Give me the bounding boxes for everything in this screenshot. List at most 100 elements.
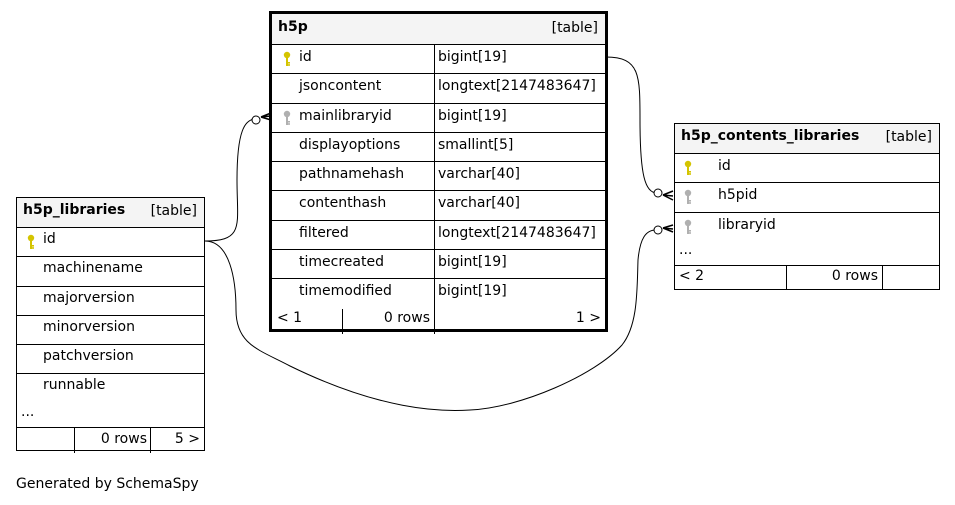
more-columns-ellipsis: ... (679, 241, 693, 258)
relationship-optional-marker (653, 188, 663, 198)
parents-count[interactable]: < 2 (679, 267, 705, 284)
column-name: libraryid (718, 216, 776, 233)
column-name-cell: jsoncontent (272, 74, 434, 102)
column-name-cell: id (17, 228, 204, 256)
column-row[interactable]: contenthash varchar[40] (272, 191, 605, 221)
relationship-optional-marker (251, 115, 261, 125)
column-row[interactable]: id bigint[19] (272, 45, 605, 75)
children-count[interactable]: 5 > (150, 427, 204, 453)
column-row[interactable]: patchversion (17, 345, 204, 375)
column-type: bigint[19] (438, 107, 507, 124)
column-name: id (43, 231, 56, 247)
column-name: jsoncontent (299, 78, 382, 95)
column-name-cell: h5pid (675, 183, 939, 211)
more-columns-row: ... (17, 404, 204, 428)
column-name: id (718, 158, 731, 174)
column-row[interactable]: displayoptions smallint[5] (272, 132, 605, 163)
table-footer: < 2 0 rows (675, 265, 939, 290)
column-name-cell: majorversion (17, 287, 204, 315)
column-name: majorversion (43, 289, 135, 306)
column-type-cell: bigint[19] (434, 279, 605, 309)
primary-key-icon (283, 51, 291, 71)
column-row[interactable]: h5pid (675, 183, 939, 213)
table-header: h5p_libraries [table] (17, 198, 204, 228)
column-type: varchar[40] (438, 195, 520, 212)
column-name-cell: mainlibraryid (272, 104, 434, 132)
relationship-many-crowfoot (662, 224, 674, 233)
column-type-cell: smallint[5] (434, 132, 605, 162)
column-type: bigint[19] (438, 254, 507, 271)
table-h5p-contents-libraries[interactable]: h5p_contents_libraries [table] id h5pid li… (674, 123, 940, 290)
row-count: 0 rows (786, 265, 882, 290)
column-name: runnable (43, 377, 106, 394)
column-row[interactable]: minorversion (17, 316, 204, 346)
column-type-cell: bigint[19] (434, 103, 605, 132)
children-count[interactable]: 1 > (434, 308, 605, 334)
column-name: machinename (43, 260, 143, 277)
foreign-key-icon (684, 219, 692, 239)
column-row[interactable]: id (675, 154, 939, 184)
column-type: bigint[19] (438, 49, 507, 65)
column-type: longtext[2147483647] (438, 224, 596, 241)
column-row[interactable]: runnable (17, 374, 204, 403)
column-name: filtered (299, 224, 349, 241)
column-name-cell: patchversion (17, 345, 204, 373)
primary-key-icon (684, 160, 692, 180)
table-name: h5p (278, 19, 308, 35)
column-type: varchar[40] (438, 166, 520, 183)
column-name: displayoptions (299, 136, 401, 153)
foreign-key-icon (684, 189, 692, 209)
table-name: h5p_libraries (23, 202, 126, 218)
column-row[interactable]: machinename (17, 257, 204, 287)
column-type-cell: bigint[19] (434, 250, 605, 279)
column-row[interactable]: majorversion (17, 287, 204, 316)
column-type: smallint[5] (438, 136, 514, 153)
column-type: bigint[19] (438, 283, 507, 300)
column-name: pathnamehash (299, 166, 405, 183)
relationship-many-crowfoot (662, 190, 674, 201)
column-list: id machinename majorversion minorversion pat… (17, 228, 204, 404)
relationship-optional-marker (653, 225, 663, 235)
relationship-h5p-mainlibraryid-to-libraries-id (204, 118, 257, 242)
table-type: [table] (150, 203, 197, 219)
column-name-cell: timemodified (272, 279, 434, 308)
table-footer: < 1 0 rows 1 > (272, 308, 605, 334)
column-row[interactable]: id (17, 228, 204, 258)
column-name-cell: runnable (17, 374, 204, 403)
more-columns-row: ... (675, 242, 939, 266)
primary-key-icon (27, 234, 35, 254)
column-type-cell: bigint[19] (434, 45, 605, 74)
table-h5p-libraries[interactable]: h5p_libraries [table] id machinename major… (16, 197, 205, 453)
relationship-h5p-id-to-contents-h5pid (605, 56, 658, 194)
table-header: h5p [table] (272, 14, 605, 45)
table-h5p[interactable]: h5p [table] id bigint[19] jsoncontent longt… (269, 11, 608, 334)
column-row[interactable]: libraryid (675, 213, 939, 242)
column-type-cell: longtext[2147483647] (434, 74, 605, 103)
children-count[interactable] (882, 265, 939, 290)
table-type: [table] (551, 20, 598, 36)
column-name-cell: id (675, 154, 939, 182)
table-name: h5p_contents_libraries (681, 128, 860, 144)
column-name: patchversion (43, 348, 134, 365)
column-list: id bigint[19] jsoncontent longtext[21474836… (272, 45, 605, 309)
parents-count[interactable]: < 1 (277, 309, 303, 326)
column-name-cell: minorversion (17, 316, 204, 344)
table-header: h5p_contents_libraries [table] (675, 124, 939, 154)
parents-count[interactable] (17, 428, 74, 453)
column-type: longtext[2147483647] (438, 78, 596, 95)
column-row[interactable]: jsoncontent longtext[2147483647] (272, 74, 605, 104)
row-count: 0 rows (74, 427, 150, 453)
column-name: id (299, 49, 312, 65)
column-row[interactable]: pathnamehash varchar[40] (272, 162, 605, 192)
column-name: minorversion (43, 318, 135, 335)
column-name: contenthash (299, 195, 387, 212)
column-type-cell: varchar[40] (434, 191, 605, 220)
column-name-cell: displayoptions (272, 133, 434, 161)
table-type: [table] (885, 129, 932, 145)
column-row[interactable]: filtered longtext[2147483647] (272, 220, 605, 251)
relationship-libraries-id-to-contents-libraryid (204, 229, 657, 412)
